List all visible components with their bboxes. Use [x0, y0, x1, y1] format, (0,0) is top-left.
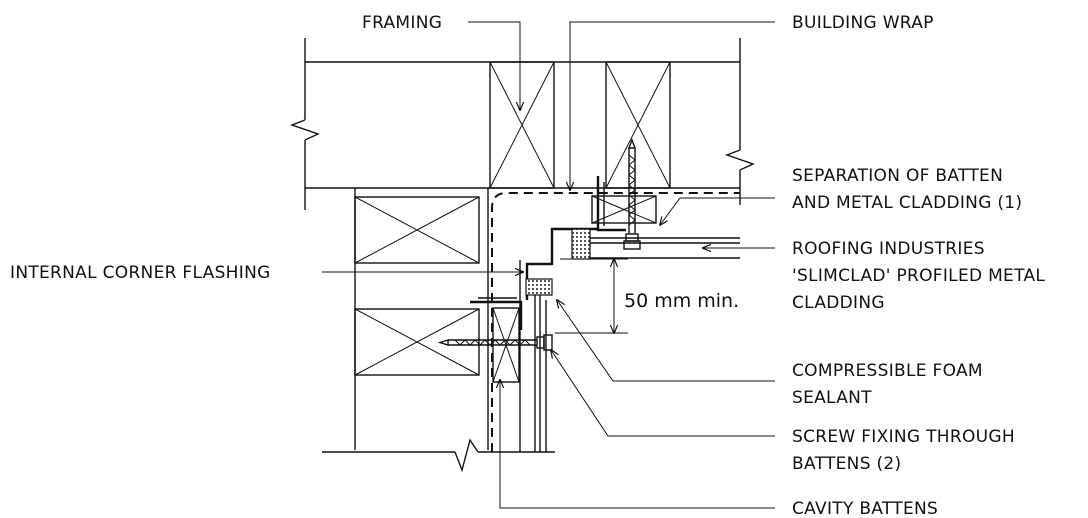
clip-fixing-upper	[596, 176, 626, 232]
nog-upper	[354, 196, 480, 264]
horizontal-metal-cladding	[572, 237, 740, 259]
screw-fixing-vertical	[623, 138, 641, 250]
label-internal-corner-flashing: INTERNAL CORNER FLASHING	[10, 263, 271, 283]
building-wrap-line	[491, 192, 740, 452]
label-separation-line2: AND METAL CLADDING (1)	[792, 193, 1022, 213]
clip-fixing-lower	[470, 297, 523, 330]
label-roofing-line2: 'SLIMCLAD' PROFILED METAL	[792, 266, 1045, 286]
dimension-50mm: 50 mm min.	[555, 259, 739, 333]
label-screw-line1: SCREW FIXING THROUGH	[792, 427, 1015, 447]
label-screw-line2: BATTENS (2)	[792, 454, 901, 474]
label-foam-line2: SEALANT	[792, 388, 872, 408]
label-building-wrap: BUILDING WRAP	[792, 13, 934, 33]
framing-stud-left	[489, 61, 555, 189]
dimension-label: 50 mm min.	[624, 290, 739, 312]
nog-lower	[354, 308, 480, 376]
label-framing: FRAMING	[362, 13, 442, 33]
horizontal-cavity-batten	[591, 195, 657, 224]
label-roofing-line3: CLADDING	[792, 293, 885, 313]
foam-sealant-lower	[525, 278, 553, 296]
label-cavity-battens: CAVITY BATTENS	[792, 499, 938, 518]
internal-corner-flashing	[525, 227, 599, 300]
screw-fixing-horizontal	[437, 334, 553, 351]
vertical-metal-cladding	[519, 260, 547, 452]
label-roofing-line1: ROOFING INDUSTRIES	[792, 239, 985, 259]
framing-stud-right	[605, 61, 671, 189]
leader-lines	[322, 21, 775, 509]
label-separation-line1: SEPARATION OF BATTEN	[792, 166, 1003, 186]
foam-sealant-upper	[571, 228, 591, 260]
label-foam-line1: COMPRESSIBLE FOAM	[792, 361, 983, 381]
